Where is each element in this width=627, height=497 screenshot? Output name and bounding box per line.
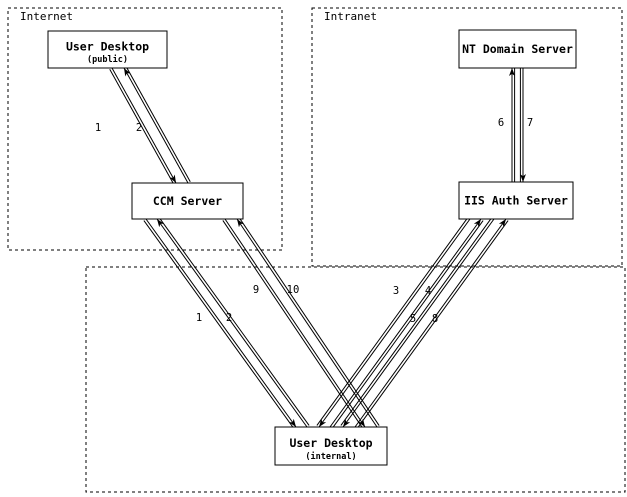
flow-step-label-7: 7 <box>527 117 533 129</box>
flow-arrow-4-user-desktop-internal-to-iis-auth-server <box>329 218 484 429</box>
flow-step-label-6: 6 <box>498 117 504 129</box>
flow-line-secondary <box>340 217 493 426</box>
flow-step-label-5: 5 <box>410 313 416 325</box>
flow-line-primary <box>145 218 297 428</box>
flow-step-label-10: 10 <box>287 284 300 296</box>
node-box-nt-domain-server[interactable] <box>458 29 577 69</box>
flow-step-label-2: 2 <box>136 122 142 134</box>
flow-arrow-7-nt-domain-server-to-iis-auth-server <box>519 68 526 182</box>
flow-line-secondary <box>125 66 191 182</box>
flow-line-secondary <box>143 220 295 429</box>
node-box-ccm-server[interactable] <box>131 182 244 220</box>
node-title-iis-auth-server: IIS Auth Server <box>464 194 568 208</box>
flow-line-primary <box>236 218 378 428</box>
node-subtitle-user-desktop-public: (public) <box>87 54 128 65</box>
node-iis-auth-server[interactable]: IIS Auth Server <box>458 181 574 220</box>
flow-line-secondary <box>222 220 364 429</box>
flow-step-label-2: 2 <box>226 312 232 324</box>
zone-label-intranet: Intranet <box>324 10 377 23</box>
flow-arrow-1-user-desktop-public-to-ccm-server <box>109 67 177 185</box>
flow-step-label-8: 8 <box>432 313 438 325</box>
flow-line-primary <box>354 218 507 428</box>
flow-step-label-3: 3 <box>393 285 399 297</box>
flow-line-secondary <box>158 217 310 426</box>
flow-step-label-4: 4 <box>425 285 431 297</box>
node-user-desktop-public[interactable]: User Desktop(public) <box>47 30 168 69</box>
flow-arrow-3-iis-auth-server-to-user-desktop-internal <box>316 217 471 428</box>
node-title-nt-domain-server: NT Domain Server <box>462 42 573 56</box>
flow-line-primary <box>224 218 366 428</box>
zone-label-internet: Internet <box>20 10 73 23</box>
node-box-user-desktop-internal[interactable] <box>274 426 388 466</box>
node-user-desktop-internal[interactable]: User Desktop(internal) <box>274 426 388 466</box>
node-title-user-desktop-internal: User Desktop <box>289 436 372 450</box>
flow-line-primary <box>329 218 482 428</box>
flow-label-group: 1 2 1 2 3 4 5 8 6 7 9 10 <box>95 117 533 325</box>
flow-line-secondary <box>109 69 175 185</box>
flow-arrow-6-iis-auth-server-to-nt-domain-server <box>509 68 516 182</box>
node-box-user-desktop-public[interactable] <box>47 30 168 69</box>
flow-step-label-1: 1 <box>95 122 101 134</box>
flow-line-secondary <box>238 217 380 426</box>
flow-line-primary <box>156 218 308 428</box>
node-nt-domain-server[interactable]: NT Domain Server <box>458 29 577 69</box>
zone-boundary-intranet <box>311 7 623 267</box>
flow-arrow-8-user-desktop-internal-to-iis-auth-server <box>354 218 509 429</box>
flow-arrow-1-ccm-server-to-user-desktop-internal <box>143 218 297 429</box>
flow-group <box>109 66 526 429</box>
zone-group: Internet Intranet <box>7 7 626 493</box>
flow-line-primary <box>111 67 177 184</box>
flow-arrow-2-user-desktop-internal-to-ccm-server <box>156 217 310 428</box>
flow-line-primary <box>318 218 471 428</box>
zone-boundary-internal <box>85 266 626 493</box>
flow-arrow-10-user-desktop-internal-to-ccm-server <box>236 217 380 428</box>
node-group: User Desktop(public)NT Domain ServerCCM … <box>47 29 577 466</box>
flow-arrow-5-iis-auth-server-to-user-desktop-internal <box>340 217 495 428</box>
node-title-ccm-server: CCM Server <box>153 194 222 208</box>
node-ccm-server[interactable]: CCM Server <box>131 182 244 220</box>
node-box-iis-auth-server[interactable] <box>458 181 574 220</box>
flow-line-secondary <box>356 220 509 429</box>
node-subtitle-user-desktop-internal: (internal) <box>305 451 356 462</box>
flow-step-label-9: 9 <box>253 284 259 296</box>
flow-line-secondary <box>316 217 469 426</box>
flow-line-secondary <box>331 220 484 429</box>
flow-step-label-1: 1 <box>196 312 202 324</box>
flow-line-primary <box>123 67 189 184</box>
flow-line-primary <box>342 218 495 428</box>
flow-arrow-2-ccm-server-to-user-desktop-public <box>123 66 191 184</box>
flow-arrow-9-ccm-server-to-user-desktop-internal <box>222 218 366 429</box>
node-title-user-desktop-public: User Desktop <box>66 40 149 54</box>
